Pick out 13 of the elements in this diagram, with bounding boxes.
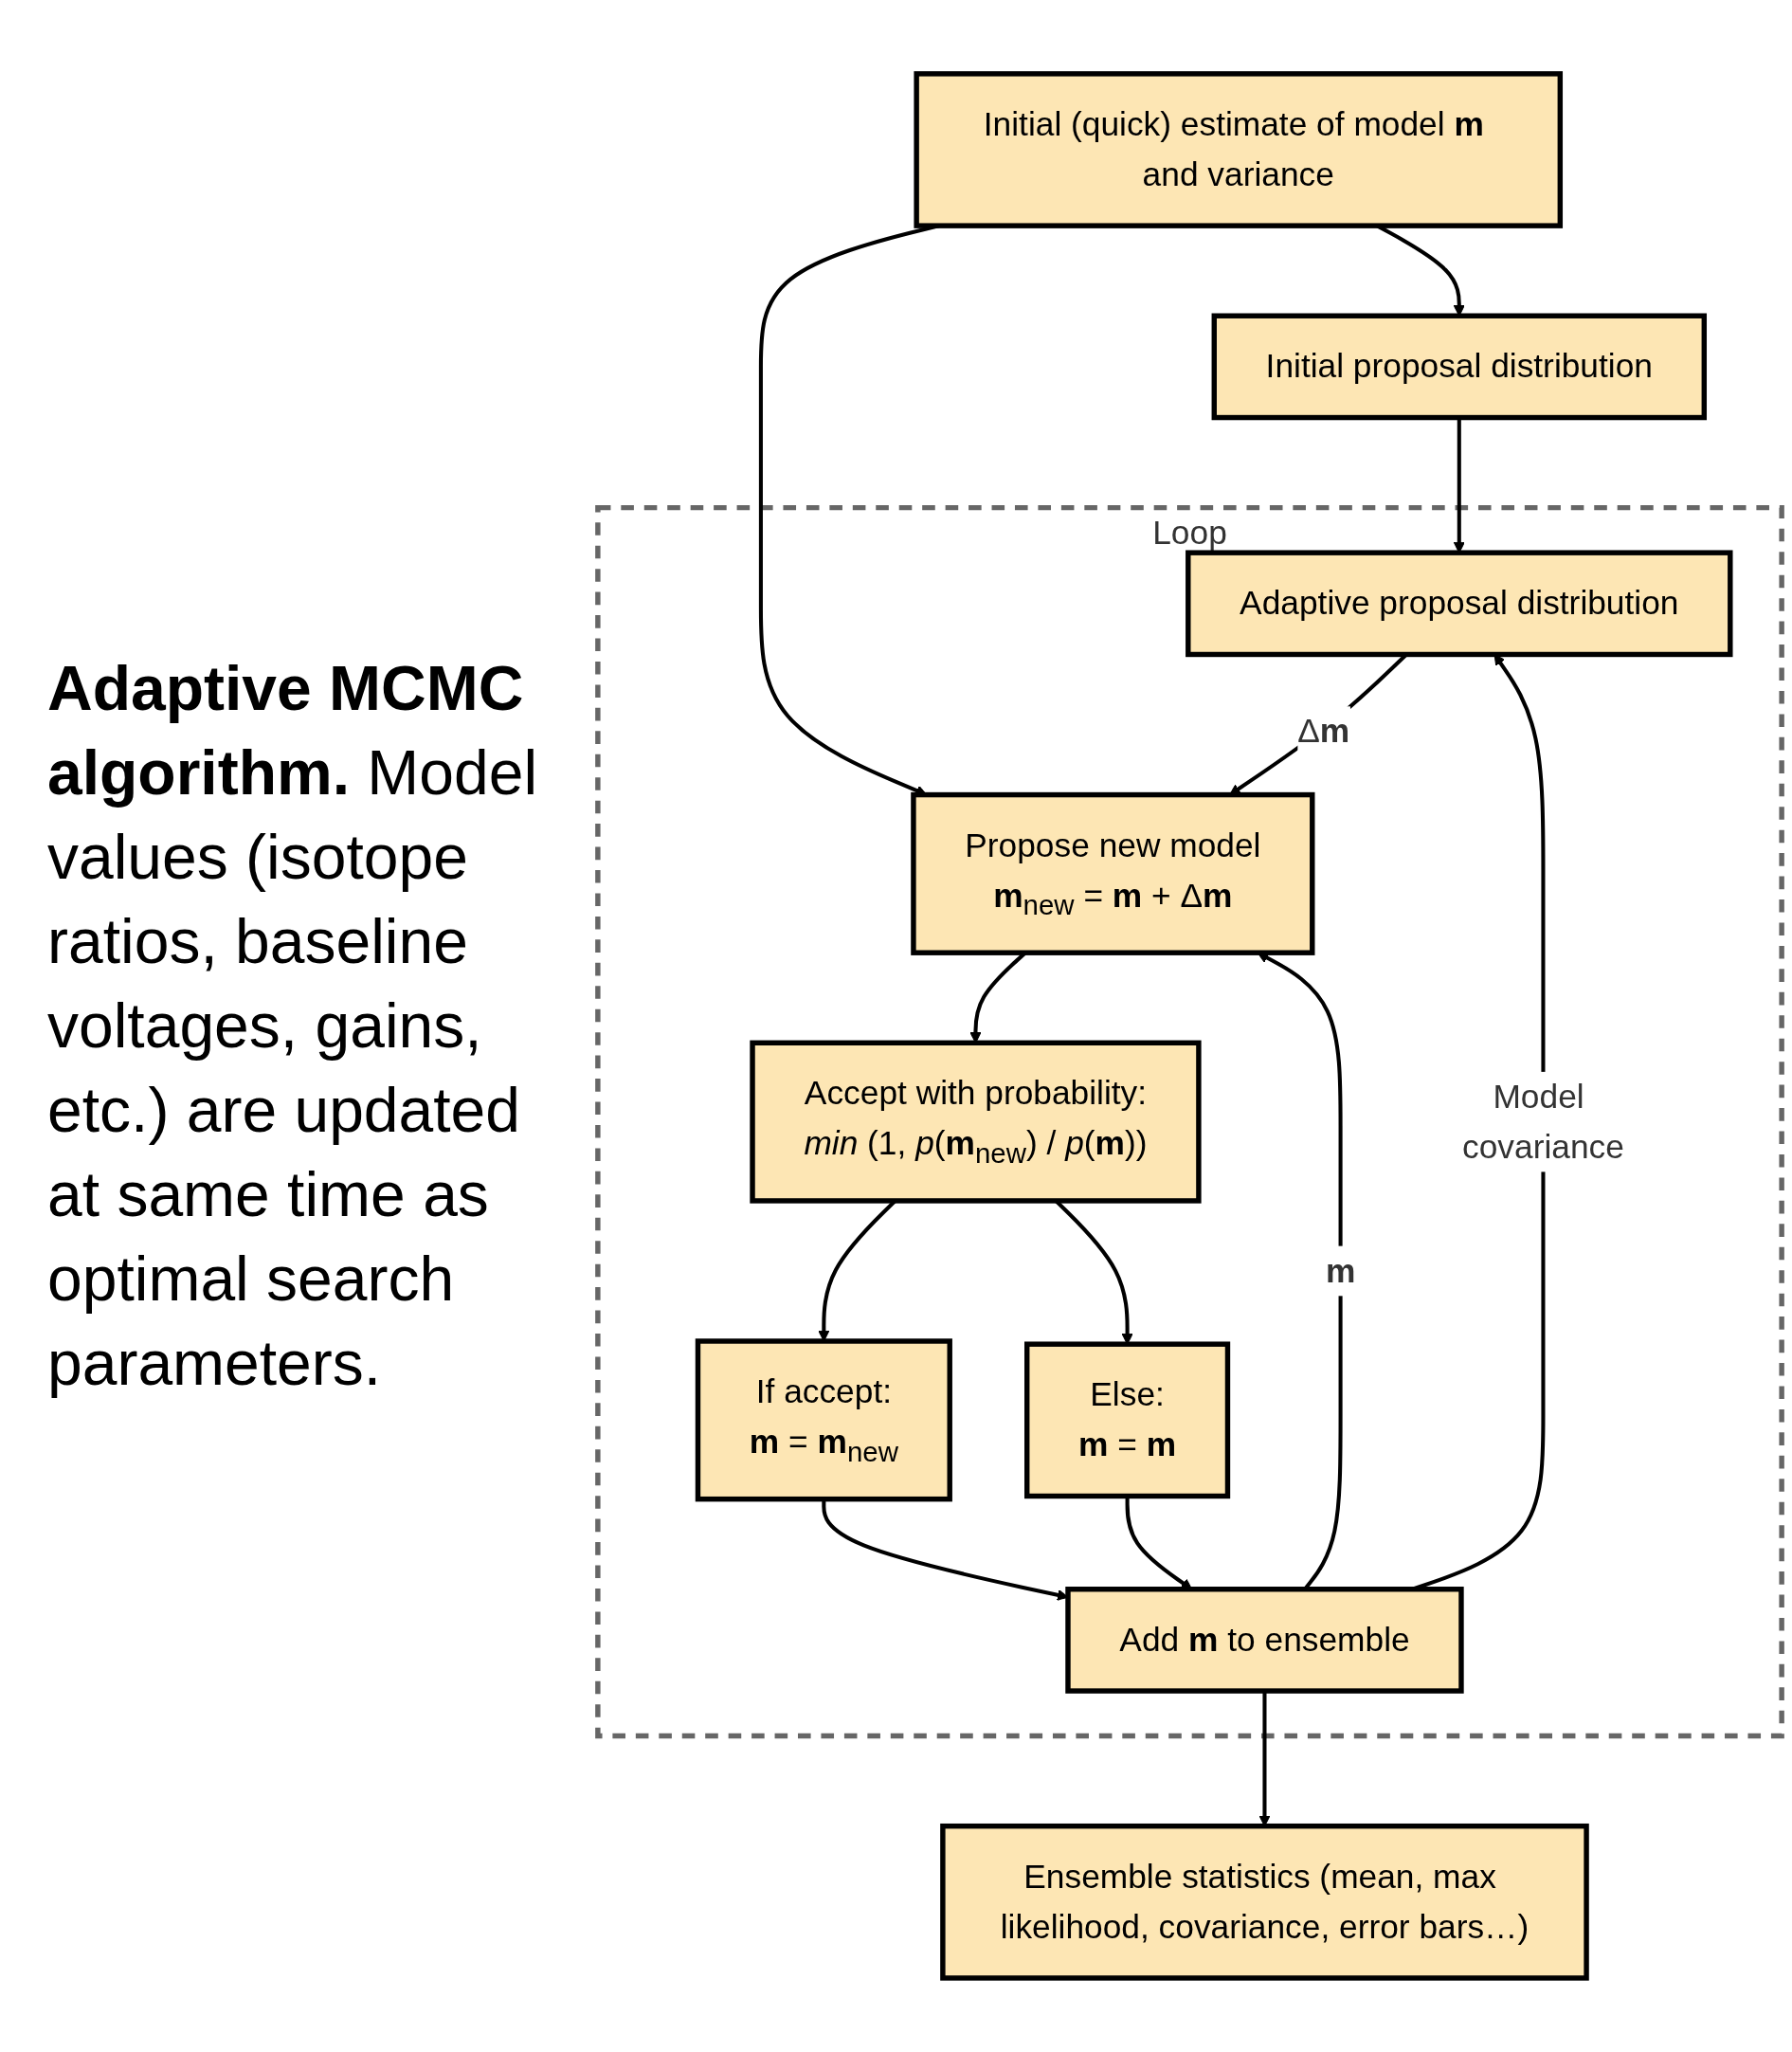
node-box: Initial (quick) estimate of model m and variance xyxy=(914,71,1564,228)
node-box: Adaptive proposal distribution xyxy=(1186,550,1733,658)
node-box: Propose new model m$_{new}$ = m + Δm xyxy=(911,791,1315,955)
edge-label: m xyxy=(1325,1250,1356,1290)
node-box: If accept: m = m$_{new}$ xyxy=(695,1338,952,1502)
node-box: Add m to ensemble xyxy=(1065,1587,1464,1694)
edge-label: Model covariance xyxy=(1462,1077,1624,1166)
edge-label: Δm xyxy=(1297,711,1350,751)
node-box: Initial proposal distribution xyxy=(1211,313,1707,421)
caption-text: Adaptive MCMC algorithm. Model values (isotope ratios, baseline voltages, gains, etc.) are updated at same time as optimal search parameters. xyxy=(47,651,539,1401)
node-box: Ensemble statistics (mean, max likelihood, covariance, error bars…) xyxy=(940,1824,1589,1981)
node-box: Else: m = m xyxy=(1024,1341,1231,1499)
node-box: Accept with probability: min (1, p(m$_{new}$) / p(m)) xyxy=(750,1040,1202,1204)
